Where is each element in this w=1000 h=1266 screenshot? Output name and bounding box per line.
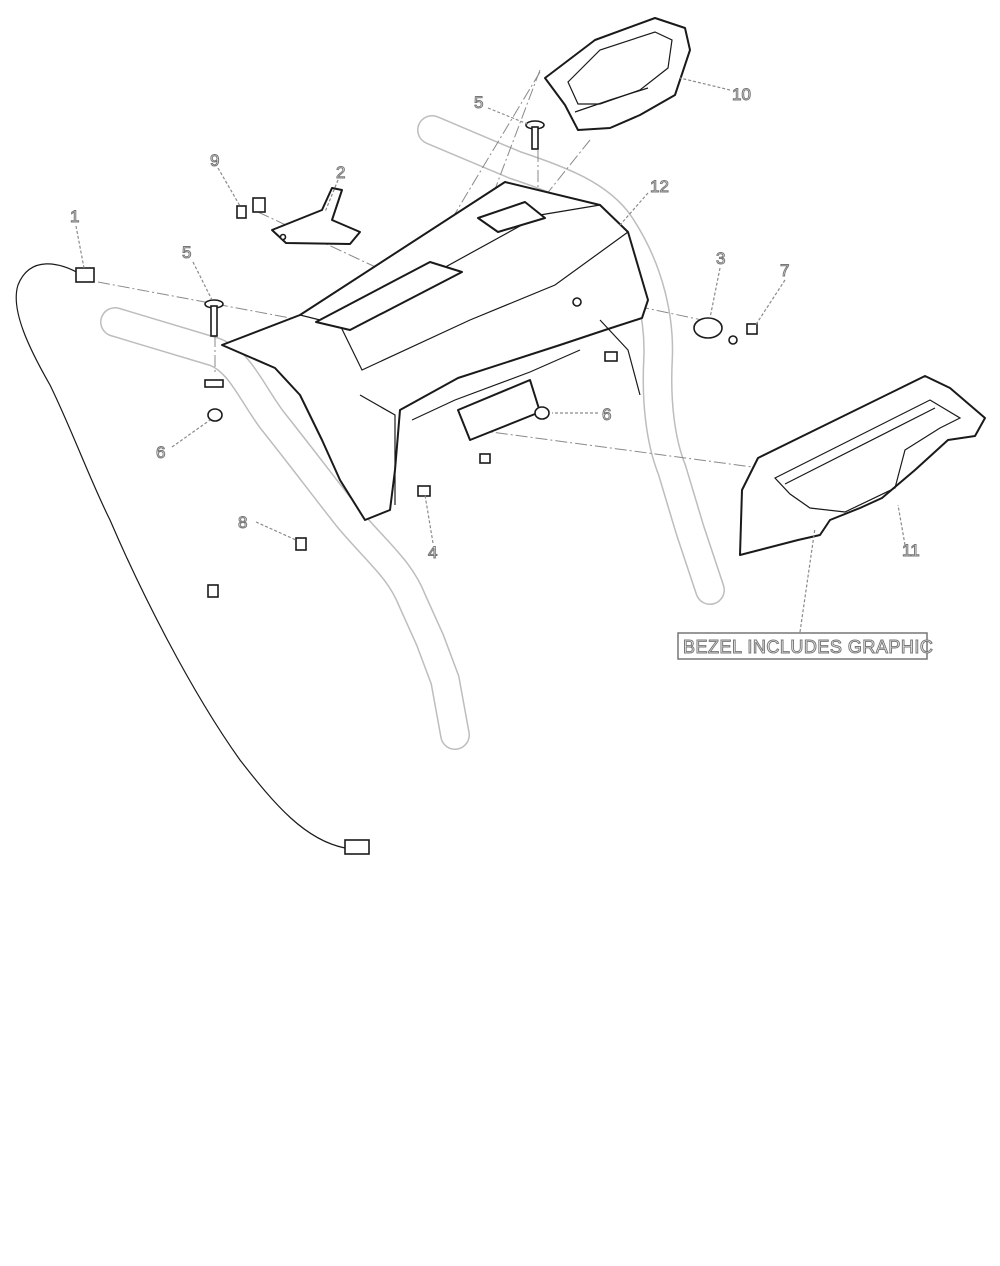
side-bezel bbox=[739, 375, 986, 556]
leader-lines bbox=[75, 77, 906, 633]
callout-5-left: 5 bbox=[182, 243, 191, 262]
wire-harness bbox=[15, 263, 370, 855]
callout-10: 10 bbox=[732, 85, 751, 104]
callout-3: 3 bbox=[716, 249, 725, 268]
callout-1: 1 bbox=[70, 207, 79, 226]
callout-11: 11 bbox=[902, 541, 920, 560]
nut-6-right bbox=[534, 406, 550, 420]
callout-2: 2 bbox=[336, 163, 345, 182]
display-bezel-top bbox=[544, 17, 691, 131]
right-handle-tube bbox=[417, 115, 725, 605]
bolt-9 bbox=[236, 197, 266, 219]
bezel-note: BEZEL INCLUDES GRAPHIC bbox=[677, 632, 933, 660]
left-handle-tube bbox=[100, 307, 470, 750]
callout-12: 12 bbox=[650, 177, 669, 196]
callout-6-left: 6 bbox=[156, 443, 165, 462]
screw-8 bbox=[207, 537, 307, 598]
callout-9: 9 bbox=[210, 151, 219, 170]
callout-4: 4 bbox=[428, 543, 437, 562]
callout-labels: 1 2 3 4 5 5 6 6 7 8 9 10 11 12 bbox=[70, 85, 921, 563]
callout-6-right: 6 bbox=[602, 405, 611, 424]
nut-7 bbox=[746, 323, 758, 335]
carriage-bolt-left bbox=[204, 299, 224, 337]
carriage-bolt-top bbox=[525, 120, 545, 150]
callout-5-top: 5 bbox=[474, 93, 483, 112]
nut-6-left bbox=[204, 379, 224, 422]
switch-bracket bbox=[457, 379, 541, 441]
callout-8: 8 bbox=[238, 513, 247, 532]
callout-7: 7 bbox=[780, 261, 789, 280]
retainer-3 bbox=[693, 317, 738, 345]
screw-4 bbox=[417, 453, 491, 497]
mounting-bracket bbox=[271, 187, 361, 245]
note-text: BEZEL INCLUDES GRAPHIC bbox=[683, 637, 933, 657]
note-box bbox=[677, 632, 928, 660]
console-housing bbox=[221, 181, 649, 521]
